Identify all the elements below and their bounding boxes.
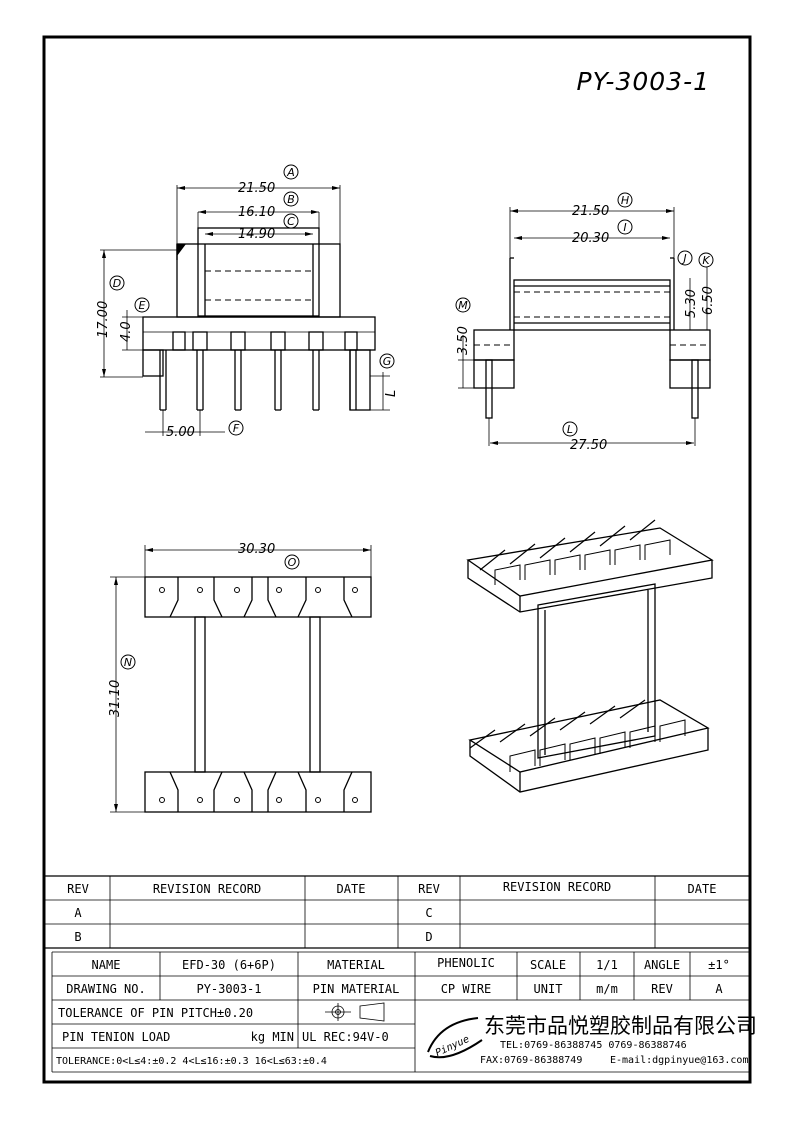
rev-value: A (715, 982, 723, 996)
dim-c-value: 14.90 (238, 227, 275, 242)
name-value: EFD-30 (6+6P) (182, 958, 276, 972)
dim-f-value: 5.00 (166, 425, 195, 440)
sheet-border (42, 35, 752, 1084)
tolerance-pitch: TOLERANCE OF PIN PITCH±0.20 (58, 1006, 253, 1020)
dim-h-value: 21.50 (572, 204, 609, 219)
date-header-2: DATE (688, 882, 717, 896)
label-b: B (287, 193, 295, 206)
isometric-view (466, 519, 714, 793)
date-header-1: DATE (337, 882, 366, 896)
name-label: NAME (92, 958, 121, 972)
dim-e-value: 4.0 (119, 321, 134, 342)
part-number-title: PY-3003-1 (577, 67, 710, 96)
dim-m-value: 3.50 (456, 326, 471, 355)
scale-value: 1/1 (596, 958, 618, 972)
dim-l2-value: 27.50 (570, 438, 607, 453)
scale-label: SCALE (530, 958, 566, 972)
pin-tension-label: PIN TENION LOAD (62, 1030, 170, 1044)
dim-l-label: L (384, 390, 399, 397)
label-n: N (124, 656, 132, 669)
dim-o-value: 30.30 (238, 542, 275, 557)
drawing-no-label: DRAWING NO. (66, 982, 145, 996)
unit-label: UNIT (534, 982, 563, 996)
bottom-view: 30.30 31.10 O N (108, 542, 372, 813)
unit-value: m/m (596, 982, 618, 996)
label-d: D (113, 277, 121, 290)
label-l: L (567, 423, 573, 436)
dim-j-value: 5.30 (684, 289, 699, 318)
angle-value: ±1° (708, 958, 730, 972)
dim-n-value: 31.10 (108, 680, 123, 717)
label-j: J (681, 252, 686, 265)
revision-table: REV REVISION RECORD DATE REV REVISION RE… (44, 875, 750, 949)
company-name: 东莞市品悦塑胶制品有限公司 (484, 1014, 757, 1038)
label-f: F (233, 422, 240, 435)
rev-cell-c: C (425, 906, 432, 920)
title-block: NAME EFD-30 (6+6P) MATERIAL PHENOLIC SCA… (51, 951, 757, 1073)
dim-d-value: 17.00 (96, 301, 111, 338)
drawing-no-value: PY-3003-1 (196, 982, 261, 996)
front-view: 21.50 16.10 14.90 17.00 4.0 L 5.00 A B C… (96, 164, 399, 440)
company-fax: FAX:0769-86388749 (480, 1055, 582, 1066)
company-logo: Pinyue (427, 1017, 483, 1059)
pin-material-label: PIN MATERIAL (313, 982, 400, 996)
rev-label: REV (651, 982, 673, 996)
label-o: O (288, 556, 297, 569)
label-i: I (623, 221, 626, 234)
projection-symbol-icon (325, 1002, 385, 1022)
dim-i-value: 20.30 (572, 231, 609, 246)
general-tolerance: TOLERANCE:0<L≤4:±0.2 4<L≤16:±0.3 16<L≤63… (56, 1056, 327, 1067)
rev-header-1: REV (67, 882, 89, 896)
rev-cell-b: B (74, 930, 81, 944)
rev-cell-d: D (425, 930, 432, 944)
label-c: C (287, 215, 295, 228)
rev-cell-a: A (74, 906, 82, 920)
dim-a-value: 21.50 (238, 181, 275, 196)
company-email: E-mail:dgpinyue@163.com (610, 1055, 748, 1066)
ul-rating: UL REC:94V-0 (302, 1030, 389, 1044)
material-label: MATERIAL (327, 958, 385, 972)
company-tel: TEL:0769-86388745 0769-86388746 (500, 1040, 687, 1051)
label-e: E (139, 299, 146, 312)
pin-tension-unit: kg MIN (251, 1030, 294, 1044)
revision-record-header-2: REVISION RECORD (503, 880, 611, 894)
material-value: PHENOLIC (437, 956, 495, 970)
label-m: M (458, 299, 468, 312)
dim-b-value: 16.10 (238, 205, 275, 220)
angle-label: ANGLE (644, 958, 680, 972)
label-k: K (702, 254, 710, 267)
label-h: H (621, 194, 629, 207)
side-view: 21.50 20.30 6.50 5.30 3.50 27.50 H I J K… (455, 192, 716, 453)
label-g: G (383, 355, 392, 368)
label-a: A (286, 166, 295, 179)
dim-jk-value: 6.50 (701, 286, 716, 315)
revision-record-header-1: REVISION RECORD (153, 882, 261, 896)
rev-header-2: REV (418, 882, 440, 896)
pin-material-value: CP WIRE (441, 982, 492, 996)
